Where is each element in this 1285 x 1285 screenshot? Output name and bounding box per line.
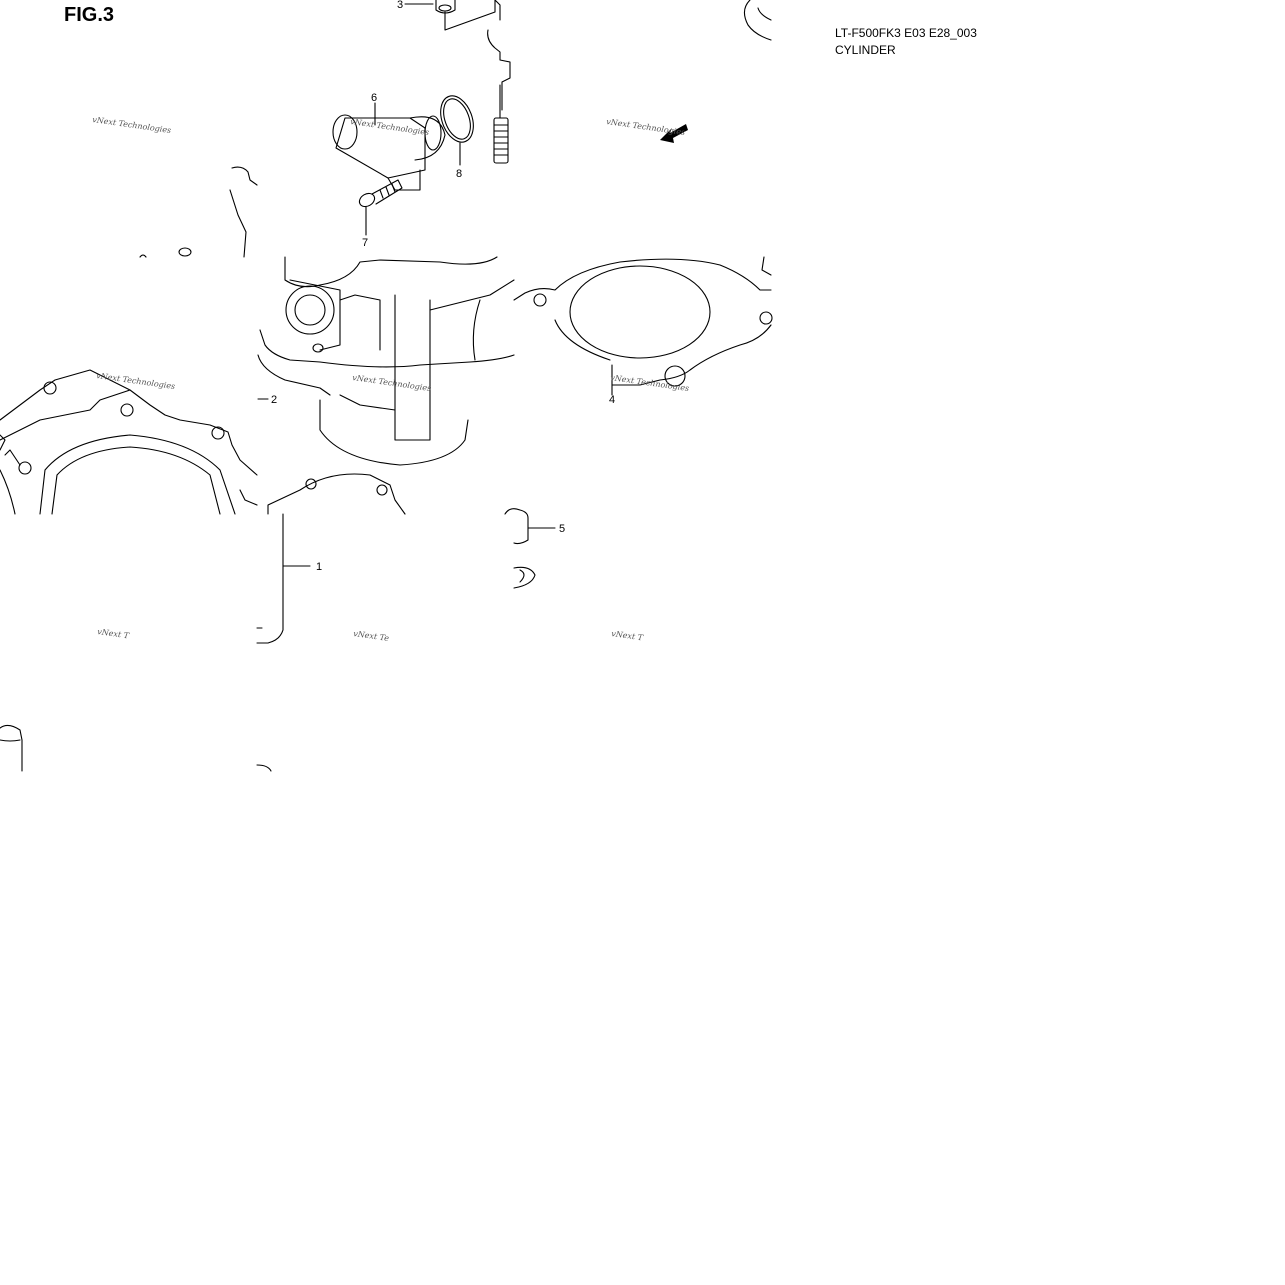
bolt-part-7 bbox=[358, 179, 403, 236]
water-union-part-6 bbox=[332, 102, 446, 191]
watermark: vNext Technologies bbox=[350, 117, 430, 137]
callout-5: 5 bbox=[559, 523, 565, 535]
pin-edge-left bbox=[0, 724, 23, 772]
watermark: vNext Te bbox=[353, 629, 390, 643]
stud-bolt bbox=[493, 84, 509, 164]
nut-part-3 bbox=[404, 0, 456, 14]
callout-7: 7 bbox=[362, 237, 368, 249]
callout-3: 3 bbox=[397, 0, 403, 11]
watermarks: vNext Technologies vNext Technologies vN… bbox=[92, 115, 690, 643]
callout-2: 2 bbox=[271, 394, 277, 406]
watermark: vNext Technologies bbox=[606, 117, 686, 137]
figure-title: FIG.3 bbox=[64, 4, 115, 26]
callout-labels: 1 2 3 4 5 6 7 8 bbox=[271, 0, 615, 573]
callout-1: 1 bbox=[316, 561, 322, 573]
cylinder-part-2 bbox=[257, 256, 515, 515]
bracket-left bbox=[231, 166, 258, 186]
dowel-pin-part-5 bbox=[504, 508, 556, 589]
watermark: vNext Technologies bbox=[352, 373, 432, 393]
gasket-part-4 bbox=[513, 256, 773, 396]
watermark: vNext T bbox=[97, 627, 130, 640]
watermark: vNext Technologies bbox=[96, 371, 176, 391]
watermark: vNext Technologies bbox=[92, 115, 172, 135]
watermark: vNext T bbox=[611, 629, 644, 642]
upper-parts bbox=[332, 0, 511, 236]
callout-8: 8 bbox=[456, 168, 462, 180]
gasket-edge-top bbox=[743, 0, 772, 41]
front-arrow-icon bbox=[660, 124, 688, 143]
cylinder-gasket-part-1-view bbox=[0, 369, 258, 515]
diagram-info: LT-F500FK3 E03 E28_003 CYLINDER bbox=[835, 25, 977, 59]
o-ring-part-8 bbox=[440, 95, 474, 166]
callout-4: 4 bbox=[609, 394, 615, 406]
model-code: LT-F500FK3 E03 E28_003 bbox=[835, 26, 977, 40]
section-name: CYLINDER bbox=[835, 43, 896, 57]
callout-6: 6 bbox=[371, 92, 377, 104]
dowel-pin-region bbox=[256, 513, 311, 772]
